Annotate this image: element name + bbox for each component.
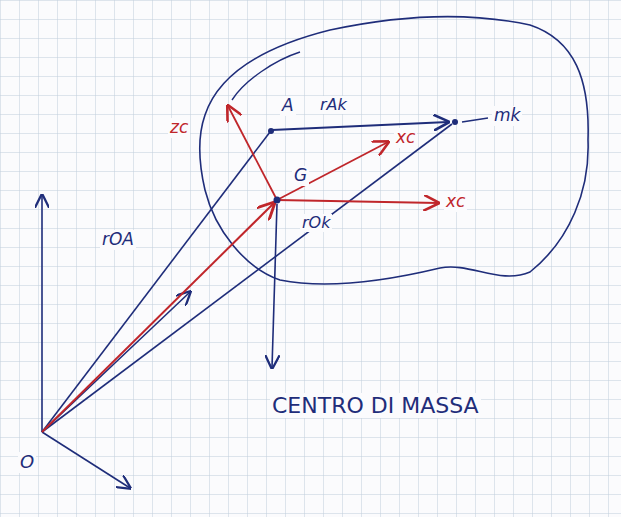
vector-label: rOA <box>100 230 136 250</box>
point-label: A <box>280 96 296 116</box>
body-outline <box>200 17 588 284</box>
caption-note: CENTRO DI MASSA <box>270 393 481 418</box>
axis-zc <box>228 106 277 200</box>
mass-label: mk <box>492 106 522 126</box>
point-g <box>274 197 281 204</box>
axis-down <box>272 204 277 368</box>
point-a <box>268 128 274 134</box>
vector-roa <box>42 132 270 432</box>
axis-xc <box>277 200 438 203</box>
origin-label: O <box>18 452 36 473</box>
body-edge <box>232 52 300 100</box>
axis-label: xc <box>394 128 417 148</box>
point-label: G <box>292 166 309 186</box>
axis <box>42 432 130 488</box>
point-mk <box>452 119 458 125</box>
vector-rok <box>42 124 452 432</box>
vector-rog <box>42 203 274 432</box>
vector-rak <box>272 122 448 130</box>
axis-xc <box>277 142 388 200</box>
vector-label: rOk <box>300 214 332 232</box>
axis-label: xc <box>444 192 467 212</box>
axis-label: zc <box>168 118 190 138</box>
axis <box>41 195 43 432</box>
leader-line <box>462 118 488 122</box>
vector-label: rAk <box>318 96 349 114</box>
